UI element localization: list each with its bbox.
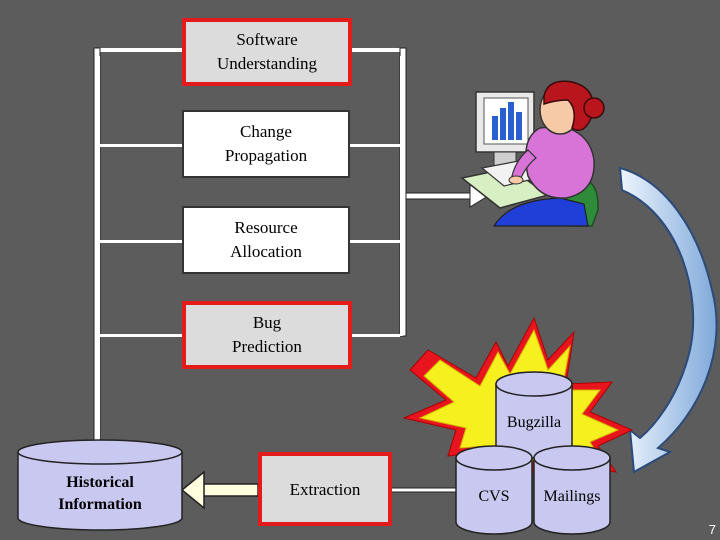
bugzilla-cylinder — [495, 371, 573, 459]
extraction-label: Extraction — [289, 480, 361, 499]
mailings-cylinder — [533, 445, 611, 535]
historical-information-cylinder — [17, 439, 183, 531]
arrow-to-history — [180, 470, 259, 510]
computer-user-illustration — [460, 80, 605, 227]
bug-prediction-box: Bug Prediction — [182, 301, 352, 369]
curved-feedback-arrow — [618, 166, 718, 474]
change-propagation-box: Change Propagation — [182, 110, 350, 178]
mailings-label: Mailings — [543, 488, 601, 505]
resource-allocation-box: Resource Allocation — [182, 206, 350, 274]
software-understanding-box: Software Understanding — [182, 18, 352, 86]
arrow-to-user — [405, 184, 489, 208]
bug-prediction-label: Bug Prediction — [232, 313, 302, 356]
bugzilla-label: Bugzilla — [506, 414, 562, 431]
software-understanding-label: Software Understanding — [216, 30, 318, 73]
change-propagation-label: Change Propagation — [224, 122, 308, 165]
resource-allocation-label: Resource Allocation — [230, 218, 302, 261]
cvs-label: CVS — [478, 488, 510, 505]
extraction-box: Extraction — [258, 452, 392, 526]
historical-information-label: Historical Information — [58, 474, 142, 513]
line-from-repositories — [389, 487, 459, 493]
page-number: 7 — [708, 522, 716, 537]
cvs-cylinder — [455, 445, 533, 535]
